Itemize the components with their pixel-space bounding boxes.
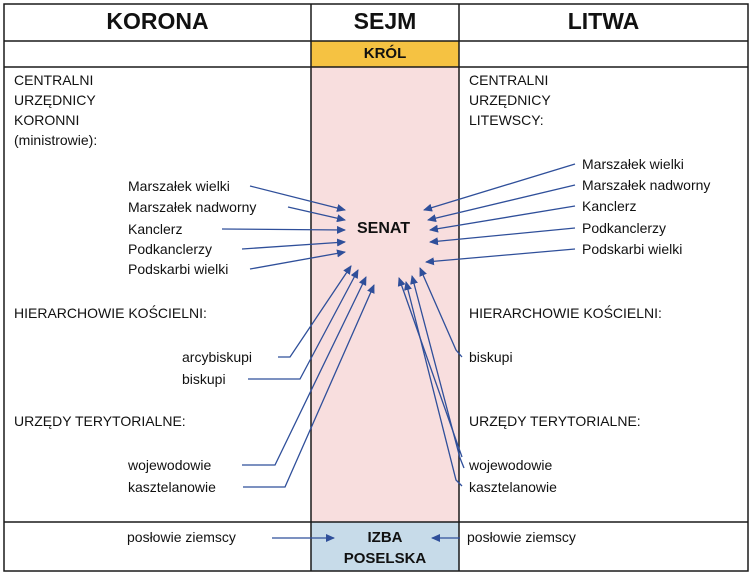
arrow-korona-kanclerz bbox=[221, 225, 346, 234]
korona-terr-title: URZĘDY TERYTORIALNE: bbox=[14, 413, 186, 429]
arrow-korona-biskupi bbox=[248, 269, 359, 380]
litwa-central-title-2: URZĘDNICY bbox=[469, 92, 551, 108]
arrow-litwa-wojewodowie-b bbox=[397, 277, 463, 458]
litwa-official-marszalek-wielki: Marszałek wielki bbox=[582, 156, 684, 172]
arrow-korona-marszalek-wielki bbox=[249, 185, 346, 212]
korona-central-title-1: CENTRALNI bbox=[14, 72, 94, 88]
litwa-terr-wojewodowie: wojewodowie bbox=[469, 457, 553, 473]
korona-terr-wojewodowie: wojewodowie bbox=[128, 457, 212, 473]
arrow-litwa-marszalek-wielki bbox=[423, 163, 576, 212]
korona-terr-kasztelanowie: kasztelanowie bbox=[128, 479, 216, 495]
arrow-litwa-marszalek-nadworny bbox=[427, 184, 576, 223]
krol-box bbox=[311, 41, 459, 67]
korona-official-podkanclerzy: Podkanclerzy bbox=[128, 241, 213, 257]
litwa-terr-kasztelanowie: kasztelanowie bbox=[469, 479, 557, 495]
izba-label-1: IZBA bbox=[367, 529, 403, 546]
arrow-litwa-podskarbi bbox=[425, 248, 576, 266]
krol-label: KRÓL bbox=[363, 45, 407, 62]
litwa-terr-title: URZĘDY TERYTORIALNE: bbox=[469, 413, 641, 429]
korona-official-kanclerz: Kanclerz bbox=[128, 221, 183, 237]
sejm-column-bg bbox=[311, 67, 459, 522]
korona-official-podskarbi: Podskarbi wielki bbox=[128, 261, 229, 277]
header-korona: KORONA bbox=[106, 8, 209, 34]
arrow-litwa-kanclerz bbox=[429, 205, 576, 233]
arrow-korona-podkanclerzy bbox=[241, 238, 346, 250]
litwa-official-podkanclerzy: Podkanclerzy bbox=[582, 220, 667, 236]
arrows bbox=[221, 163, 576, 542]
arrow-korona-wojewodowie bbox=[242, 276, 367, 466]
litwa-official-podskarbi: Podskarbi wielki bbox=[582, 241, 683, 257]
korona-central-title-2: URZĘDNICY bbox=[14, 92, 96, 108]
litwa-church-biskupi: biskupi bbox=[469, 349, 513, 365]
izba-poselska-box bbox=[311, 522, 459, 571]
header-sejm: SEJM bbox=[353, 8, 417, 34]
litwa-official-marszalek-nadworny: Marszałek nadworny bbox=[582, 177, 711, 193]
arrow-litwa-kasztelanowie bbox=[404, 281, 463, 487]
arrow-litwa-wojewodowie-a bbox=[410, 275, 465, 469]
arrow-korona-arcybiskupi bbox=[278, 265, 352, 358]
table-frame bbox=[3, 3, 749, 572]
korona-central-title-4: (ministrowie): bbox=[14, 132, 98, 148]
arrow-korona-marszalek-nadworny bbox=[287, 206, 346, 223]
korona-deputies: posłowie ziemscy bbox=[127, 529, 236, 545]
korona-official-marszalek-wielki: Marszałek wielki bbox=[128, 178, 230, 194]
header-litwa: LITWA bbox=[567, 8, 640, 34]
litwa-official-kanclerz: Kanclerz bbox=[582, 198, 637, 214]
korona-central-title-3: KORONNI bbox=[14, 112, 80, 128]
arrow-korona-kasztelanowie bbox=[243, 284, 375, 488]
litwa-central-title-1: CENTRALNI bbox=[469, 72, 549, 88]
litwa-church-title: HIERARCHOWIE KOŚCIELNI: bbox=[469, 305, 662, 321]
arrow-litwa-podkanclerzy bbox=[429, 227, 576, 246]
izba-label-2: POSELSKA bbox=[343, 550, 427, 567]
korona-church-biskupi: biskupi bbox=[182, 371, 226, 387]
senat-label: SENAT bbox=[357, 220, 411, 237]
arrow-litwa-biskupi bbox=[419, 267, 463, 358]
arrow-korona-podskarbi bbox=[249, 249, 346, 270]
korona-church-arcybiskupi: arcybiskupi bbox=[182, 349, 253, 365]
korona-official-marszalek-nadworny: Marszałek nadworny bbox=[128, 199, 257, 215]
litwa-central-title-3: LITEWSCY: bbox=[469, 112, 544, 128]
korona-church-title: HIERARCHOWIE KOŚCIELNI: bbox=[14, 305, 207, 321]
litwa-deputies: posłowie ziemscy bbox=[467, 529, 576, 545]
